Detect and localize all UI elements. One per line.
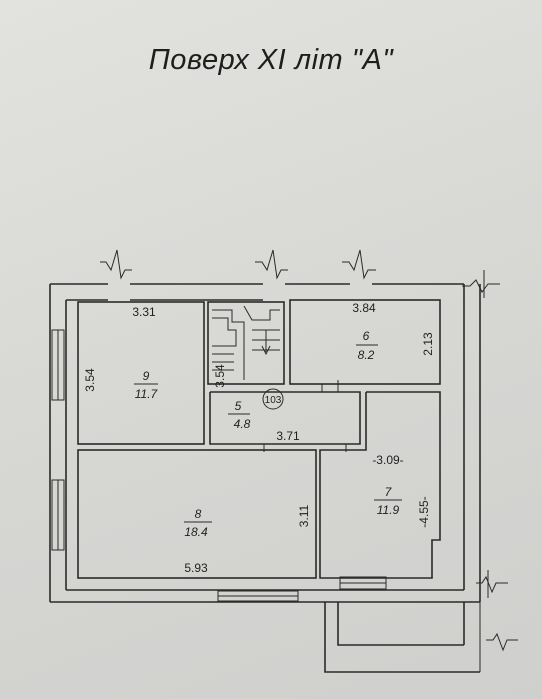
room-label-7: 7 11.9 xyxy=(374,485,402,517)
room-area: 11.9 xyxy=(377,503,400,517)
dim-room6-width: 3.84 xyxy=(352,301,376,315)
dim-room5-width: 3.71 xyxy=(276,429,300,443)
dim-room8-width: 5.93 xyxy=(184,561,208,575)
dim-room7-height: -4.55- xyxy=(417,496,431,527)
outer-walls xyxy=(49,283,481,673)
room-number: 6 xyxy=(363,329,370,343)
room-number: 9 xyxy=(143,369,150,383)
room-area: 8.2 xyxy=(358,348,375,362)
apartment-marker: 103 xyxy=(265,395,282,406)
plan-title: Поверх XI літ "А" xyxy=(148,44,394,76)
room-8-outline xyxy=(77,449,317,579)
wall-break-marks xyxy=(100,249,518,652)
room-7-outline xyxy=(319,391,441,579)
windows xyxy=(51,329,387,602)
dim-room6-height: 2.13 xyxy=(421,332,435,356)
dim-room9-width: 3.31 xyxy=(132,305,156,319)
stair-core xyxy=(207,301,285,385)
room-label-5: 5 4.8 xyxy=(228,399,251,431)
room-area: 11.7 xyxy=(135,387,159,401)
room-label-9: 9 11.7 xyxy=(134,369,159,401)
room-6-outline xyxy=(289,299,441,385)
dim-room8-height: 3.11 xyxy=(297,504,311,527)
room-area: 18.4 xyxy=(184,525,208,539)
room-number: 8 xyxy=(195,507,202,521)
apartment-marker-circle xyxy=(262,388,284,410)
room-label-8: 8 18.4 xyxy=(184,507,212,539)
dim-room7-width: -3.09- xyxy=(372,453,403,467)
room-area: 4.8 xyxy=(234,417,251,431)
room-number: 5 xyxy=(235,399,242,413)
room-number: 7 xyxy=(385,485,393,499)
room-9-outline xyxy=(77,301,205,445)
dim-stair-height: 3.54 xyxy=(213,364,227,388)
room-label-6: 6 8.2 xyxy=(356,329,378,362)
room-5-outline xyxy=(209,391,361,445)
dim-room9-height: 3.54 xyxy=(83,368,97,392)
